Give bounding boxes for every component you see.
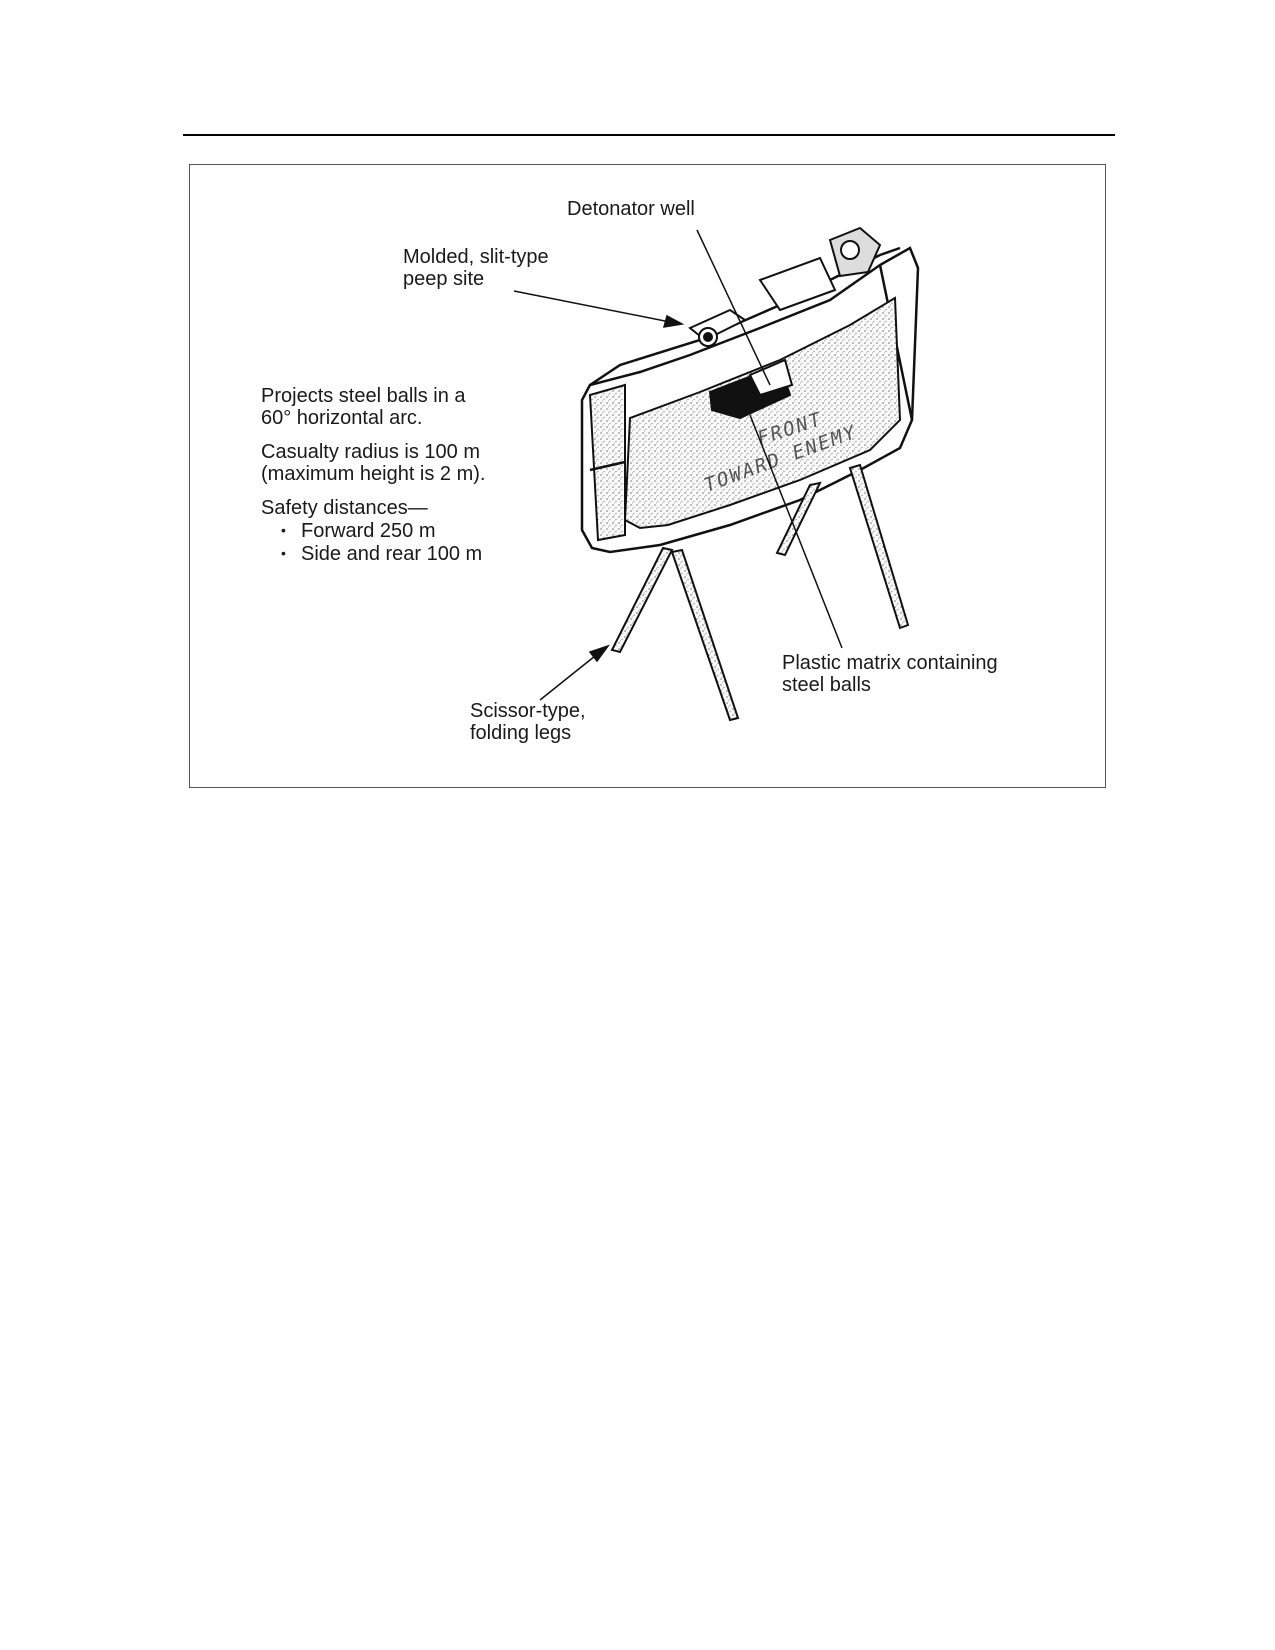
peep-site-leader [513,290,671,323]
legs-leader [539,651,601,701]
header-rule [183,134,1115,136]
figure-frame [189,164,1106,788]
label-detonator-well: Detonator well [567,198,695,220]
peep-site-arrowhead [662,314,685,328]
label-peep-site: Molded, slit-type peep site [403,246,549,290]
mine-specifications: Projects steel balls in a 60° horizontal… [261,385,486,565]
label-plastic-matrix: Plastic matrix containing steel balls [782,652,998,696]
mine-legs [610,463,910,722]
plastic-matrix-leader [749,414,843,649]
mine-top-fixtures [688,226,882,420]
legs-arrowhead [588,644,610,663]
safety-item-forward: Forward 250 m [281,519,486,542]
safety-distance-list: Forward 250 m Side and rear 100 m [261,519,486,565]
note-safety-heading: Safety distances— [261,497,428,519]
note-casualty-radius: Casualty radius is 100 m (maximum height… [261,441,486,485]
safety-item-side-rear: Side and rear 100 m [281,542,486,565]
detonator-well-leader [696,229,771,386]
note-projects: Projects steel balls in a 60° horizontal… [261,385,466,429]
label-folding-legs: Scissor-type, folding legs [470,700,586,744]
